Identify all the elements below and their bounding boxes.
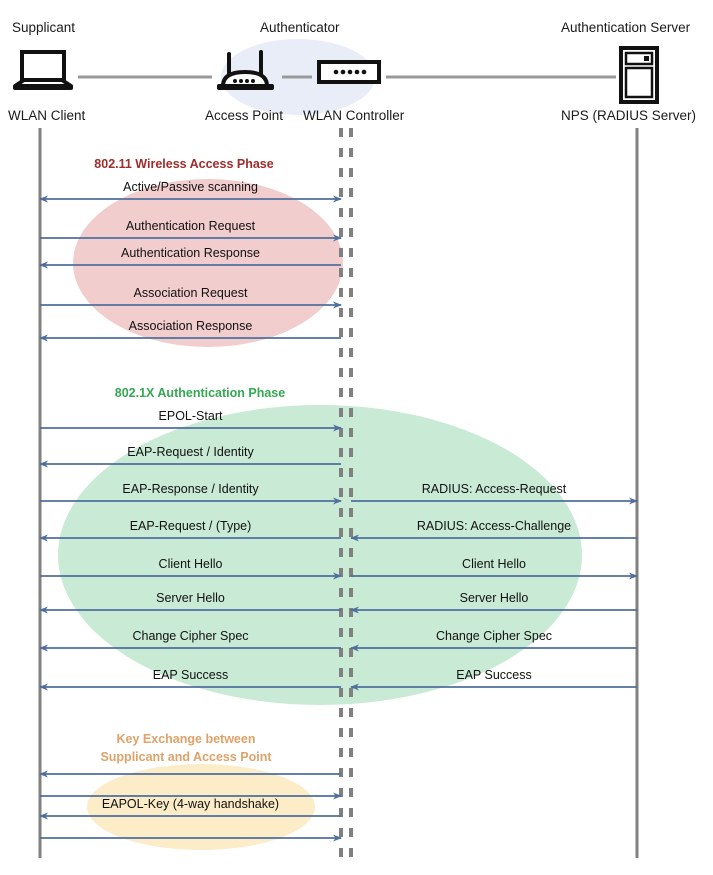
role-label-authenticator: Authenticator <box>260 20 340 35</box>
message-label-change-cipher-spec-left: Change Cipher Spec <box>132 629 249 643</box>
message-label-eapol-key-4way-handshake: EAPOL-Key (4-way handshake) <box>101 797 280 811</box>
message-label-server-hello-left: Server Hello <box>156 591 225 605</box>
message-label-eap-success-left: EAP Success <box>152 668 229 682</box>
message-label-authentication-response: Authentication Response <box>121 246 260 260</box>
message-label-client-hello-left: Client Hello <box>158 557 223 571</box>
laptop-icon <box>12 50 74 99</box>
message-label-eap-request-type: EAP-Request / (Type) <box>129 519 252 533</box>
phase-title-dot1x-authentication-phase: 802.1X Authentication Phase <box>114 386 286 400</box>
wlan-controller-icon <box>317 60 381 89</box>
message-label-eapol-start: EPOL-Start <box>158 409 223 423</box>
message-label-client-hello-right: Client Hello <box>462 557 526 571</box>
message-label-eap-response-identity: EAP-Response / Identity <box>122 482 259 496</box>
device-label-wlan-client: WLAN Client <box>8 108 86 123</box>
message-label-radius-access-request: RADIUS: Access-Request <box>421 482 567 496</box>
message-label-active-passive-scanning: Active/Passive scanning <box>123 180 258 194</box>
device-label-wlan-controller: WLAN Controller <box>303 108 405 123</box>
role-label-authentication-server: Authentication Server <box>561 20 691 35</box>
message-label-server-hello-right: Server Hello <box>459 591 529 605</box>
role-label-supplicant: Supplicant <box>12 20 76 35</box>
message-label-association-response: Association Response <box>128 319 253 333</box>
device-label-access-point: Access Point <box>205 108 284 123</box>
phase-title-line-1: Key Exchange between <box>116 732 256 746</box>
message-label-association-request: Association Request <box>133 286 248 300</box>
access-point-icon <box>215 48 277 99</box>
device-label-nps-radius-server: NPS (RADIUS Server) <box>561 108 697 123</box>
server-icon <box>619 46 659 109</box>
phase-title-wireless-access-phase: 802.11 Wireless Access Phase <box>94 157 274 171</box>
phase-title-line-2: Supplicant and Access Point <box>100 750 272 764</box>
message-label-eap-success-right: EAP Success <box>456 668 532 682</box>
message-label-eap-request-identity: EAP-Request / Identity <box>127 445 254 459</box>
message-label-radius-access-challenge: RADIUS: Access-Challenge <box>416 519 572 533</box>
message-label-authentication-request: Authentication Request <box>125 219 256 233</box>
message-label-change-cipher-spec-right: Change Cipher Spec <box>435 629 553 643</box>
